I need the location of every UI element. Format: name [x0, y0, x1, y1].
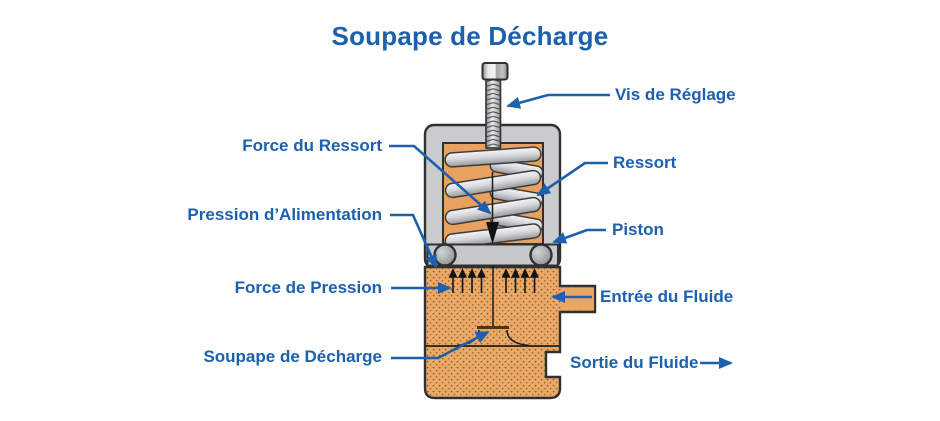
- callout-sortie-du-fluide: Sortie du Fluide: [570, 353, 699, 372]
- pressure-force-arrows: [448, 268, 539, 293]
- leader-ressort: [536, 161, 608, 197]
- screw-thread-icon: [485, 77, 502, 149]
- leader-soupape-de-decharge: [391, 330, 490, 360]
- callout-ressort: Ressort: [613, 153, 677, 172]
- leader-pression-alimentation: [390, 213, 438, 269]
- callout-piston: Piston: [612, 220, 664, 239]
- spring-force-arrow: [486, 172, 499, 244]
- valve-body: [423, 265, 597, 400]
- fluid-inlet-port: [561, 287, 594, 311]
- leader-force-du-ressort: [389, 144, 492, 215]
- screw-head-icon: [481, 62, 509, 81]
- callout-entree-du-fluide: Entrée du Fluide: [600, 287, 734, 306]
- callout-force-de-pression: Force de Pression: [234, 278, 382, 297]
- page-title: Soupape de Décharge: [331, 21, 609, 51]
- callout-vis-de-reglage: Vis de Réglage: [615, 85, 736, 104]
- callout-pression-alimentation: Pression d’Alimentation: [187, 205, 382, 224]
- callout-soupape-de-decharge: Soupape de Décharge: [203, 347, 382, 366]
- adjustment-screw: [481, 62, 509, 149]
- piston-seal-right: [529, 243, 553, 267]
- leader-piston: [552, 228, 606, 244]
- piston-assembly: [426, 243, 559, 267]
- callout-force-du-ressort: Force du Ressort: [242, 136, 382, 155]
- piston-seal-left: [433, 243, 457, 267]
- leader-vis-de-reglage: [506, 93, 610, 109]
